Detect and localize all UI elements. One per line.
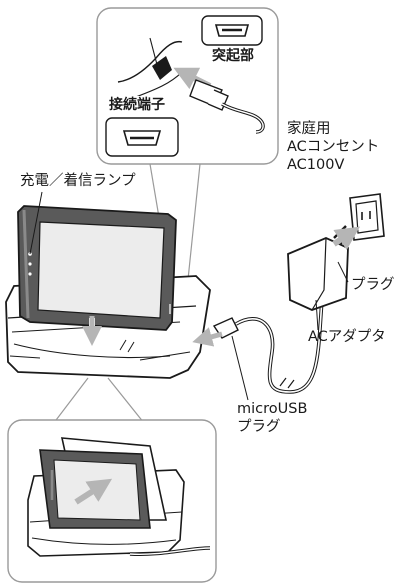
insert-arrow-outlet: [332, 226, 360, 250]
label-microusb-line2: プラグ: [237, 419, 281, 435]
microusb-plug-detail: [189, 79, 265, 134]
label-outlet-line1: 家庭用: [287, 121, 331, 137]
placement-detail-inset: [7, 377, 217, 583]
wall-outlet: [332, 193, 385, 250]
microusb-cable: [192, 299, 324, 394]
label-plug: プラグ: [351, 277, 395, 293]
protrusion-shape: [152, 56, 172, 80]
label-outlet-line3: AC100V: [287, 157, 345, 173]
label-connector: 接続端子: [107, 96, 167, 115]
usb-port-icon-top: [214, 24, 250, 37]
label-outlet-line2: ACコンセント: [287, 139, 380, 155]
charge-lamp-leader: [29, 191, 43, 255]
smartphone: [17, 205, 177, 331]
usb-port-icon-bottom: [122, 130, 162, 146]
dock-edge-curve: [117, 40, 183, 83]
insert-arrow-dock: [192, 327, 223, 347]
label-charge-lamp: 充電／着信ランプ: [20, 173, 136, 189]
smartphone-screen: [37, 221, 165, 319]
label-ac-adapter: ACアダプタ: [308, 329, 386, 345]
label-protrusion: 突起部: [210, 47, 256, 66]
insert-arrow-inset: [74, 478, 113, 505]
label-microusb-line1: microUSB: [237, 401, 308, 417]
